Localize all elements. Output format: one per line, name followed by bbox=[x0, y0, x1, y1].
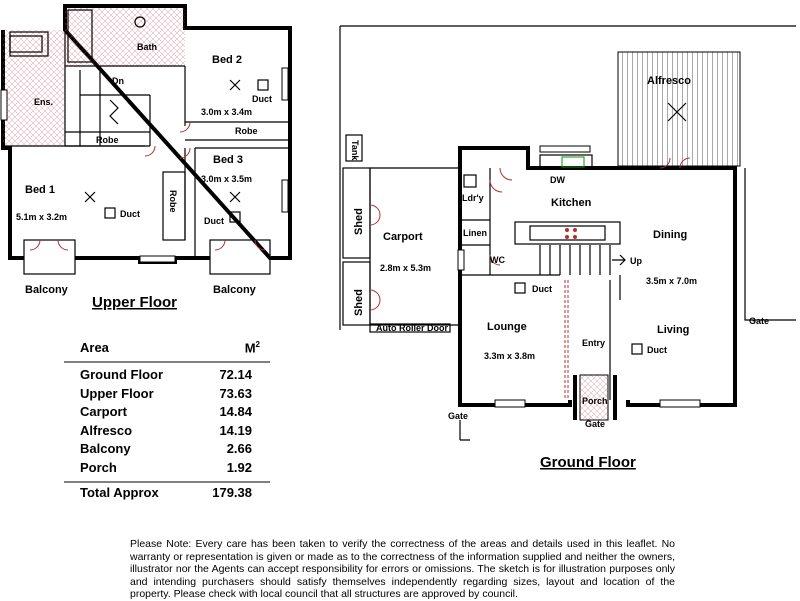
stairs-down-label: Dn bbox=[112, 76, 124, 86]
laundry-label: Ldr'y bbox=[462, 193, 484, 203]
upper-floor-title: Upper Floor bbox=[92, 294, 177, 311]
area-row-label: Upper Floor bbox=[80, 385, 154, 401]
area-row-value: 2.66 bbox=[226, 441, 252, 456]
area-row-label: Porch bbox=[80, 459, 117, 475]
lounge-dim: 3.3m x 3.8m bbox=[484, 351, 535, 361]
dw-label: DW bbox=[550, 175, 565, 185]
fan-icon bbox=[84, 79, 269, 223]
area-row: Carport 14.84 bbox=[64, 403, 270, 422]
lounge-label: Lounge bbox=[487, 321, 527, 333]
area-row-label: Ground Floor bbox=[80, 367, 164, 382]
bed3-duct: Duct bbox=[204, 216, 224, 226]
gate-right-label: Gate bbox=[749, 316, 769, 326]
robe-vertical-label: Robe bbox=[168, 190, 178, 213]
stairs-up-label: Up bbox=[630, 256, 642, 266]
area-header-label: Area bbox=[80, 340, 109, 355]
entry-label: Entry bbox=[582, 338, 605, 348]
area-row-label: Alfresco bbox=[80, 422, 133, 438]
bed3-dim: 3.0m x 3.5m bbox=[201, 174, 252, 184]
area-row: Balcony 2.66 bbox=[64, 440, 270, 459]
balcony-right-label: Balcony bbox=[213, 284, 257, 296]
carport-dim: 2.8m x 5.3m bbox=[380, 263, 431, 273]
bed2-dim: 3.0m x 3.4m bbox=[201, 107, 252, 117]
robe-top-label: Robe bbox=[235, 126, 258, 136]
bed1-label: Bed 1 bbox=[25, 184, 55, 196]
kitchen-label: Kitchen bbox=[551, 197, 592, 209]
total-value: 179.38 bbox=[212, 485, 252, 500]
balcony-left-label: Balcony bbox=[25, 284, 69, 296]
dining-dim: 3.5m x 7.0m bbox=[646, 276, 697, 286]
area-row: Upper Floor 73.63 bbox=[64, 385, 270, 404]
ground-floor-title: Ground Floor bbox=[540, 454, 636, 471]
area-row-label: Balcony bbox=[80, 441, 131, 456]
area-row: Porch 1.92 bbox=[64, 459, 270, 478]
bed2-label: Bed 2 bbox=[212, 54, 242, 66]
bed3-label: Bed 3 bbox=[213, 154, 243, 166]
shed-bottom-label: Shed bbox=[353, 289, 365, 316]
alfresco-label: Alfresco bbox=[647, 75, 691, 87]
bath-label: Bath bbox=[137, 42, 157, 52]
area-row-value: 73.63 bbox=[219, 385, 252, 401]
living-duct-label: Duct bbox=[647, 345, 667, 355]
area-row: Ground Floor 72.14 bbox=[64, 366, 270, 385]
porch-gate-label: Gate bbox=[585, 419, 605, 429]
ensuite-label: Ens. bbox=[34, 97, 53, 107]
bed1-dim: 5.1m x 3.2m bbox=[16, 212, 67, 222]
shed-top-label: Shed bbox=[353, 208, 365, 235]
bed1-duct: Duct bbox=[120, 209, 140, 219]
area-header-unit: M2 bbox=[244, 340, 260, 356]
area-row: Alfresco 14.19 bbox=[64, 422, 270, 441]
robe-left-label: Robe bbox=[96, 135, 119, 145]
gate-left-label: Gate bbox=[448, 411, 468, 421]
porch-label: Porch bbox=[582, 396, 608, 406]
auto-roller-door-label: Auto Roller Door bbox=[376, 323, 448, 333]
disclaimer-note: Please Note: Every care has been taken t… bbox=[130, 538, 675, 600]
duct-upper-label: Duct bbox=[532, 284, 552, 294]
area-row-value: 14.84 bbox=[219, 404, 252, 419]
linen-label: Linen bbox=[463, 228, 487, 238]
area-row-label: Carport bbox=[80, 404, 127, 419]
living-label: Living bbox=[657, 324, 689, 336]
bed2-duct: Duct bbox=[252, 94, 272, 104]
ground-floor-plan: Tank Alfresco DW Kitchen Ldr'y Linen Din… bbox=[339, 25, 796, 471]
total-label: Total Approx bbox=[80, 485, 159, 500]
tank-label: Tank bbox=[350, 140, 360, 161]
wc-label: WC bbox=[490, 255, 505, 265]
area-row-value: 14.19 bbox=[219, 422, 252, 438]
carport-label: Carport bbox=[383, 231, 423, 243]
area-row-value: 72.14 bbox=[219, 367, 252, 382]
dining-label: Dining bbox=[653, 229, 687, 241]
upper-floor-plan: Bath Ens. Dn Bed 2 3.0m x 3.4m Duct Robe… bbox=[0, 4, 292, 311]
area-row-value: 1.92 bbox=[226, 459, 252, 475]
